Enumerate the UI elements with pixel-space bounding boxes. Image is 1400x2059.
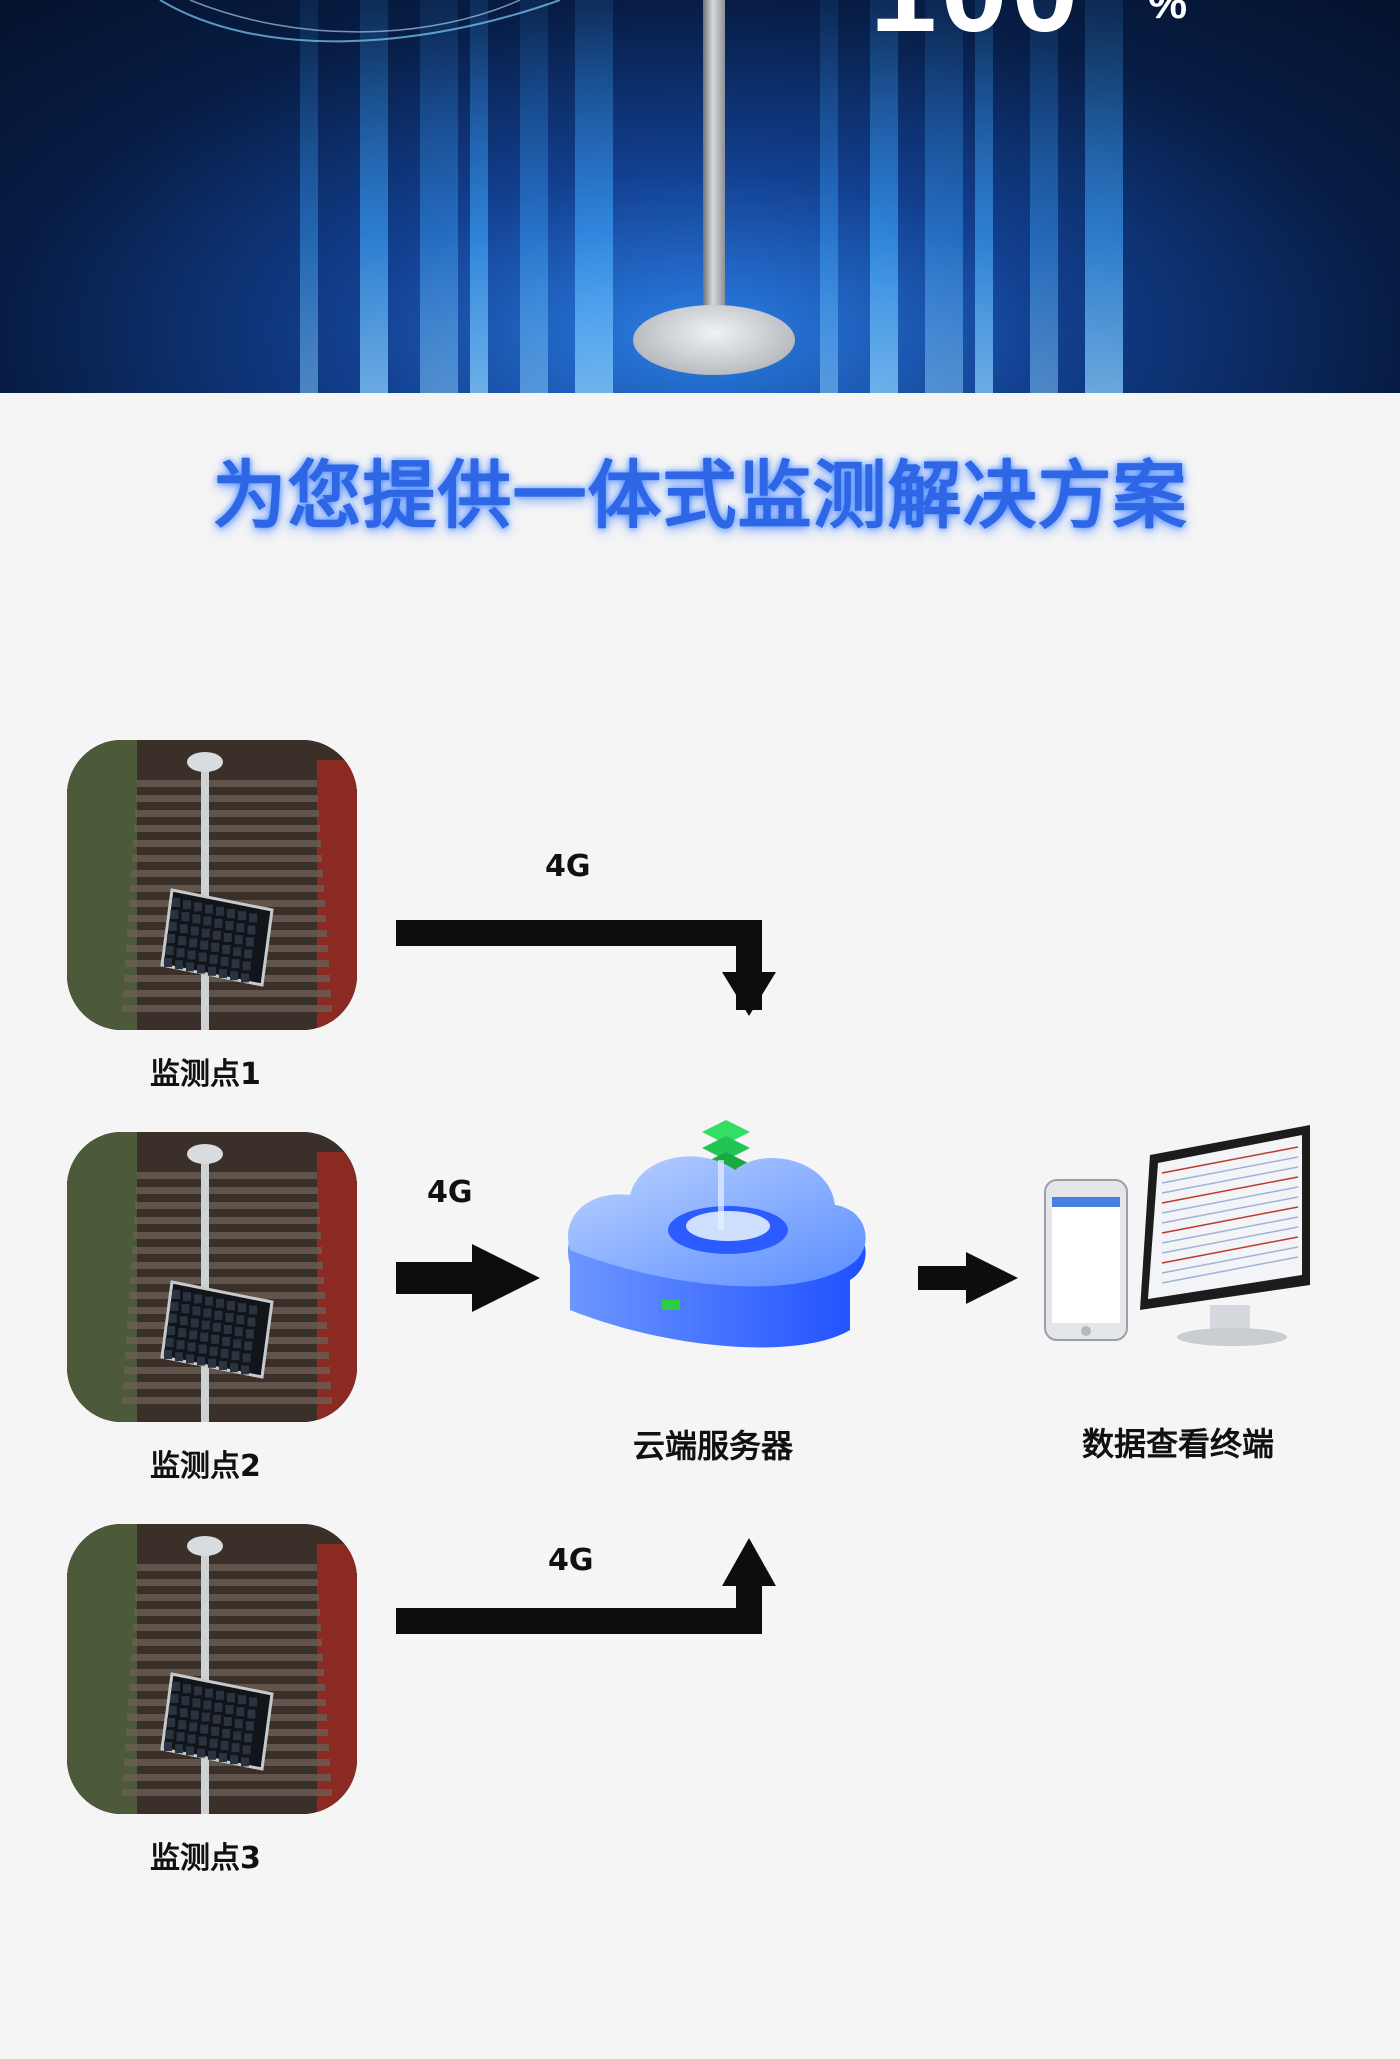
site-label-2: 监测点2 <box>150 1449 261 1484</box>
link-label-site2: 4G <box>427 1175 473 1210</box>
terminal-devices-icon <box>1044 1125 1310 1346</box>
site-label-1: 监测点1 <box>150 1057 261 1092</box>
server-label: 云端服务器 <box>633 1427 794 1465</box>
monitoring-site-photo-3 <box>67 1524 357 1814</box>
light-stripe <box>820 0 838 393</box>
light-stripe <box>575 0 613 393</box>
light-stripe <box>925 0 963 393</box>
monitor-icon <box>1140 1125 1310 1346</box>
arrow-site1-to-server <box>396 920 776 1016</box>
phone-icon <box>1044 1179 1128 1341</box>
light-stripe <box>1030 0 1058 393</box>
light-stripe <box>520 0 548 393</box>
light-stripe <box>300 0 318 393</box>
screen-row <box>1161 1186 1299 1214</box>
arrow-server-to-terminal <box>918 1252 1018 1304</box>
screen-row <box>1161 1216 1299 1244</box>
light-stripe <box>420 0 458 393</box>
monitoring-site-photo-2 <box>67 1132 357 1422</box>
screen-row <box>1161 1256 1299 1284</box>
screen-row <box>1161 1176 1299 1204</box>
light-stripe <box>1085 0 1123 393</box>
cloud-server-icon <box>568 1120 866 1348</box>
hero-number: 100 <box>870 0 1082 50</box>
light-stripe <box>870 0 898 393</box>
arrow-site3-to-server <box>396 1538 776 1634</box>
light-stripe <box>360 0 388 393</box>
sensor-pole <box>703 0 725 335</box>
screen-row <box>1161 1236 1299 1264</box>
arrow-site2-to-server <box>396 1244 540 1312</box>
link-label-site1: 4G <box>545 849 591 884</box>
screen-row <box>1161 1246 1299 1274</box>
screen-row <box>1161 1156 1299 1184</box>
light-stripe <box>470 0 488 393</box>
terminal-label: 数据查看终端 <box>1082 1425 1275 1463</box>
monitoring-site-photo-1 <box>67 740 357 1030</box>
screen-row <box>1161 1146 1299 1174</box>
link-label-site3: 4G <box>548 1543 594 1578</box>
page-headline: 为您提供一体式监测解决方案 <box>211 452 1188 541</box>
screen-row <box>1161 1166 1299 1194</box>
screen-row <box>1161 1196 1299 1224</box>
screen-row <box>1161 1226 1299 1254</box>
screen-row <box>1161 1206 1299 1234</box>
light-swirl <box>159 0 561 43</box>
light-stripe <box>975 0 993 393</box>
hero-unit: % <box>1148 0 1188 28</box>
sensor-pole-base <box>633 305 795 375</box>
status-led <box>662 1300 680 1310</box>
hero-banner: 100 % <box>0 0 1400 393</box>
site-label-3: 监测点3 <box>150 1841 261 1876</box>
